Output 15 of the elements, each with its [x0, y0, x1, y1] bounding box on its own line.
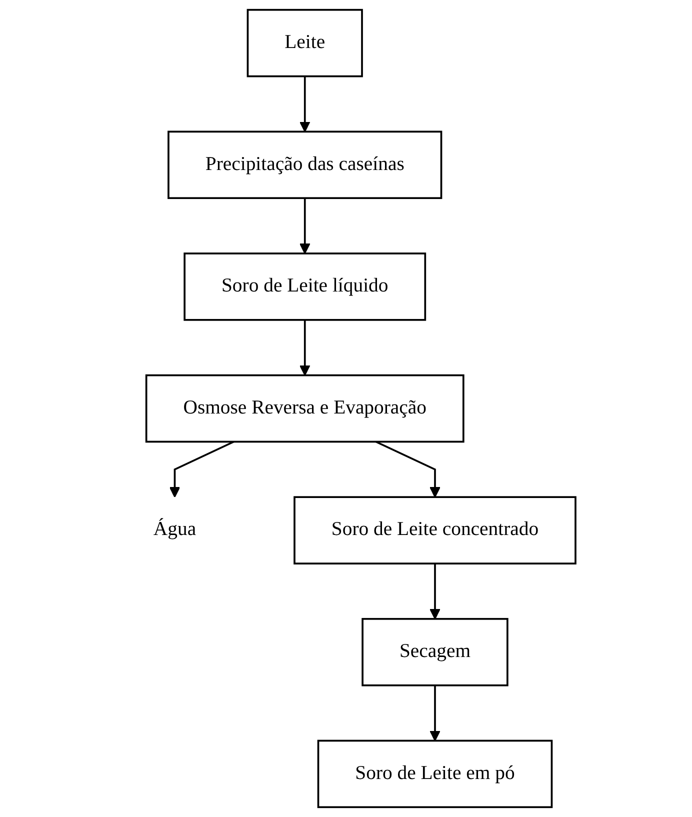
- arrow: [375, 440, 440, 498]
- node-text: Água: [153, 519, 196, 540]
- node-box: [145, 374, 464, 443]
- node-box: [362, 618, 508, 686]
- arrow: [299, 320, 310, 376]
- node-box: [168, 130, 442, 200]
- node-box: [184, 252, 426, 321]
- arrow: [430, 564, 440, 620]
- arrow: [430, 685, 440, 742]
- arrow: [299, 76, 310, 132]
- node-box: [246, 8, 363, 78]
- node-box: [294, 496, 576, 564]
- arrow: [169, 440, 234, 498]
- node-box: [317, 740, 553, 808]
- arrow: [299, 198, 310, 254]
